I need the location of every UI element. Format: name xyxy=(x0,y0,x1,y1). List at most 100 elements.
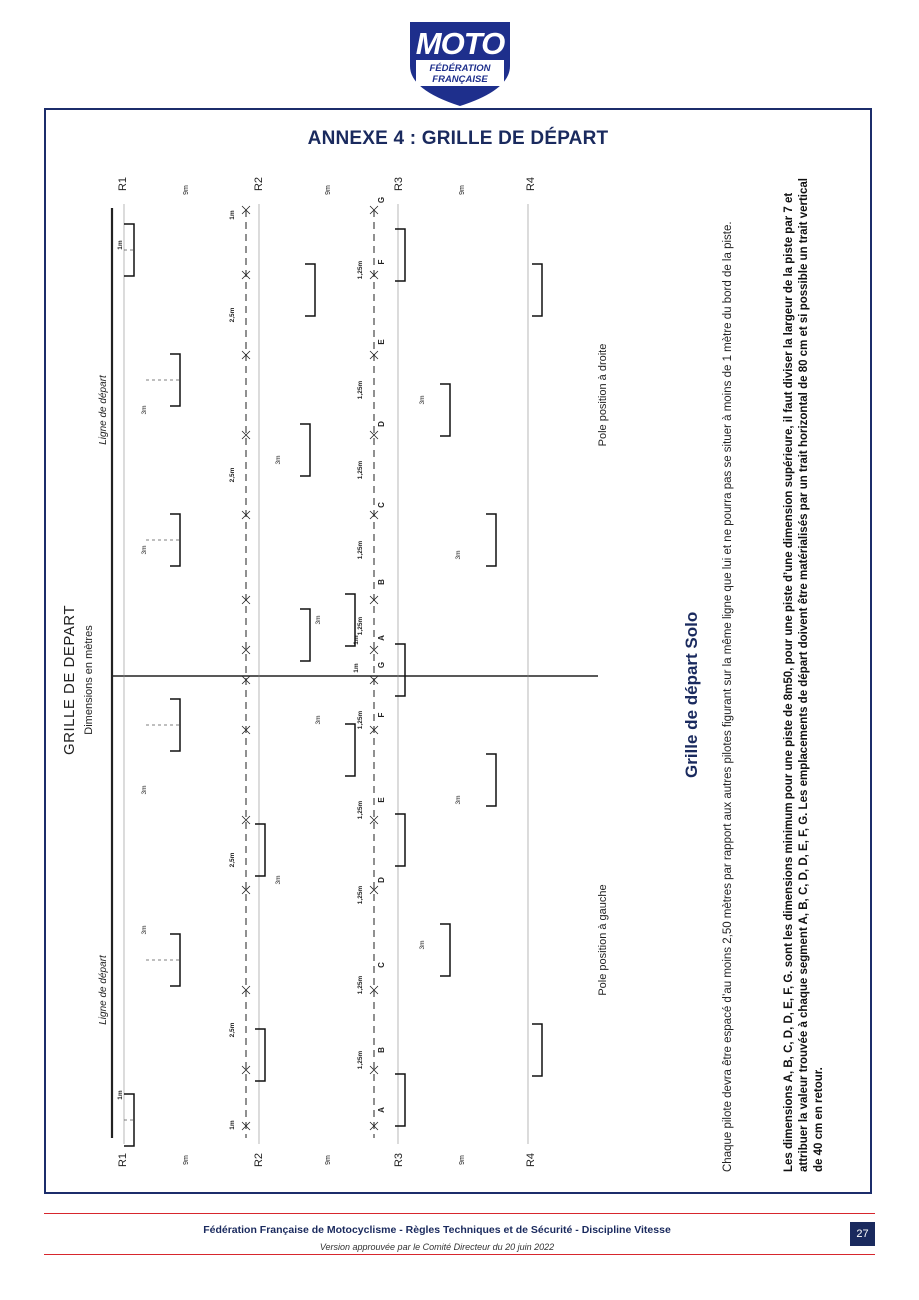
position-tick-9-1 xyxy=(369,510,379,520)
dim-1m-5: 1m xyxy=(229,210,236,220)
page-number: 27 xyxy=(850,1222,875,1246)
position-tick-5-1 xyxy=(369,725,379,735)
dim-125m-0: 1,25m xyxy=(357,1051,364,1070)
start-box-bracket-18 xyxy=(440,383,451,437)
position-tick-12-0 xyxy=(241,270,251,280)
dim-125m-2: 1,25m xyxy=(357,886,364,905)
segment-letter-left-a: A xyxy=(377,1107,386,1113)
row-label-r3-right: R3 xyxy=(393,177,405,191)
segment-letter-left-g: G xyxy=(377,662,386,668)
start-box-bracket-8 xyxy=(300,608,311,662)
row-gap-label-4: 9m xyxy=(325,185,332,195)
start-box-bracket-9 xyxy=(300,423,311,477)
start-box-bracket-13 xyxy=(395,1073,406,1127)
dim-3m-2: 3m xyxy=(141,545,148,554)
position-tick-11-0 xyxy=(241,350,251,360)
start-box-bracket-14 xyxy=(395,813,406,867)
position-tick-10-1 xyxy=(369,430,379,440)
footer-top-rule xyxy=(44,1213,875,1214)
start-box-bracket-22 xyxy=(532,263,543,317)
start-box-bracket-1 xyxy=(124,223,135,277)
pole-position-left: Pole position à gauche xyxy=(597,884,609,995)
dim-25m-2: 2,5m xyxy=(229,467,236,482)
dim-3m-5: 3m xyxy=(275,455,282,464)
dim-3m-7: 3m xyxy=(315,615,322,624)
start-box-bracket-7 xyxy=(255,823,266,877)
position-tick-7-0 xyxy=(241,645,251,655)
start-box-bracket-2 xyxy=(170,933,181,987)
start-box-bracket-15 xyxy=(395,643,406,697)
row-label-r3-left: R3 xyxy=(393,1153,405,1167)
row-gap-label-1: 9m xyxy=(325,1155,332,1165)
position-tick-5-0 xyxy=(241,725,251,735)
start-box-bracket-17 xyxy=(440,923,451,977)
dim-25m-1: 2,5m xyxy=(229,852,236,867)
segment-letter-right-a: A xyxy=(377,635,386,641)
footer-title: Fédération Française de Motocyclisme - R… xyxy=(203,1224,671,1236)
dim-125m-9: 1,25m xyxy=(357,261,364,280)
dim-3m-3: 3m xyxy=(141,405,148,414)
dim-125m-3: 1,25m xyxy=(357,801,364,820)
position-tick-1-1 xyxy=(369,1065,379,1075)
start-box-bracket-5 xyxy=(170,353,181,407)
segment-letter-right-f: F xyxy=(377,259,386,264)
position-tick-12-1 xyxy=(369,270,379,280)
dim-125m-1: 1,25m xyxy=(357,976,364,995)
row-gap-label-5: 9m xyxy=(459,185,466,195)
segment-letter-left-d: D xyxy=(377,877,386,883)
position-tick-11-1 xyxy=(369,350,379,360)
position-tick-9-0 xyxy=(241,510,251,520)
pole-position-right: Pole position à droite xyxy=(597,344,609,447)
position-tick-3-0 xyxy=(241,885,251,895)
dim-3m-0: 3m xyxy=(141,925,148,934)
dim-125m-4: 1,25m xyxy=(357,711,364,730)
diagram-subtitle: Dimensions en mètres xyxy=(83,625,95,735)
dim-3m-4: 3m xyxy=(275,875,282,884)
dimensions-note: Les dimensions A, B, C, D, D, E, F, G. s… xyxy=(783,178,825,1172)
segment-letter-left-f: F xyxy=(377,712,386,717)
dim-25m-0: 2,5m xyxy=(229,1022,236,1037)
segment-letter-right-g: G xyxy=(377,197,386,203)
footer-version: Version approuvée par le Comité Directeu… xyxy=(319,1242,555,1252)
row-gap-label-2: 9m xyxy=(459,1155,466,1165)
segment-letter-right-c: C xyxy=(377,502,386,508)
start-box-bracket-10 xyxy=(305,263,316,317)
position-tick-1-0 xyxy=(241,1065,251,1075)
content-frame xyxy=(44,108,872,1194)
start-box-bracket-3 xyxy=(170,698,181,752)
position-tick-4-1 xyxy=(369,815,379,825)
position-tick-2-0 xyxy=(241,985,251,995)
start-box-bracket-20 xyxy=(486,513,497,567)
start-box-bracket-4 xyxy=(170,513,181,567)
logo-band xyxy=(416,60,504,86)
position-tick-7-1 xyxy=(369,645,379,655)
position-tick-4-0 xyxy=(241,815,251,825)
start-box-bracket-21 xyxy=(532,1023,543,1077)
start-line-label-right: Ligne de départ xyxy=(98,374,109,445)
segment-letter-left-e: E xyxy=(377,797,386,803)
position-tick-13-0 xyxy=(241,205,251,215)
footer-bottom-rule xyxy=(44,1254,875,1255)
position-tick-8-1 xyxy=(369,595,379,605)
dim-3m-6: 3m xyxy=(315,715,322,724)
dim-1m-4: 1m xyxy=(117,240,124,250)
start-box-bracket-16 xyxy=(395,228,406,282)
dim-1m-0: 1m xyxy=(117,1090,124,1100)
segment-letter-right-b: B xyxy=(377,579,386,585)
position-tick-0-1 xyxy=(369,1121,379,1131)
dim-125m-8: 1,25m xyxy=(357,381,364,400)
diagram-title: GRILLE DE DEPART xyxy=(61,605,78,755)
start-box-bracket-6 xyxy=(255,1028,266,1082)
solo-grid-title: Grille de départ Solo xyxy=(682,611,701,778)
logo-line2: FRANÇAISE xyxy=(432,74,488,85)
start-box-bracket-12 xyxy=(345,723,356,777)
dim-3m-1: 3m xyxy=(141,785,148,794)
dim-1m-2: 1m xyxy=(353,663,360,673)
start-box-bracket-11 xyxy=(345,593,356,647)
row-label-r1-left: R1 xyxy=(117,1153,129,1167)
row-gap-label-0: 9m xyxy=(183,1155,190,1165)
dim-1m-3: 1m xyxy=(353,635,360,645)
start-box-bracket-19 xyxy=(486,753,497,807)
position-tick-6-1 xyxy=(369,675,379,685)
segment-letter-right-d: D xyxy=(377,421,386,427)
